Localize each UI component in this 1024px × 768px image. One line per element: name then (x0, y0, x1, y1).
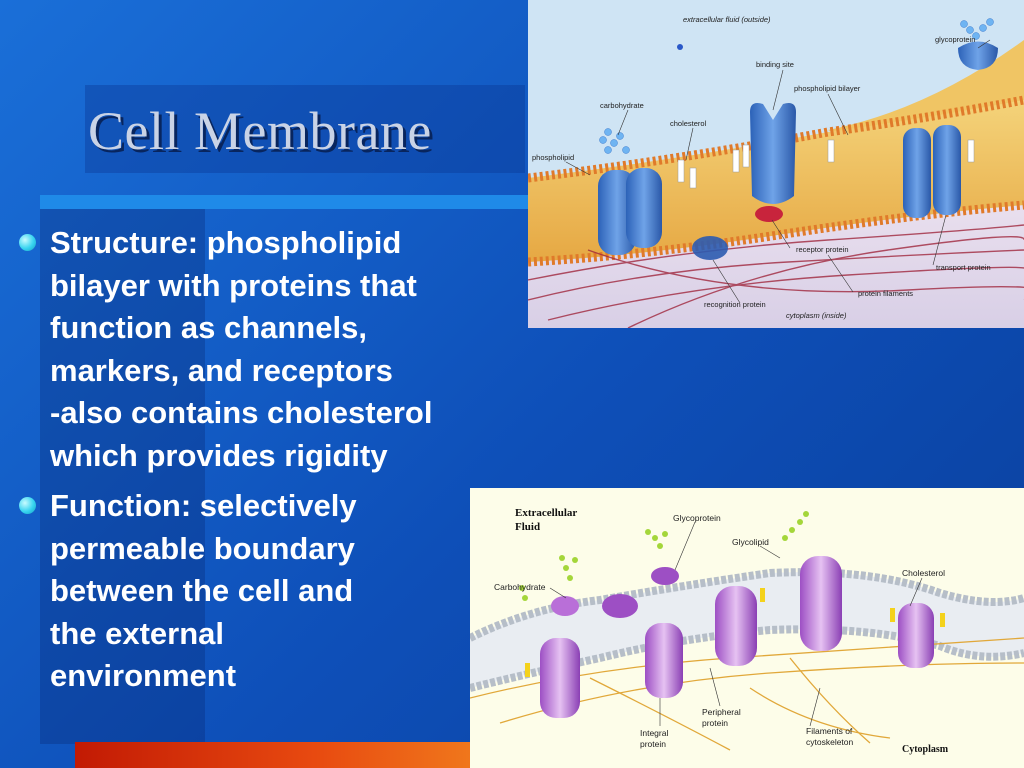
label-glycoprotein: glycoprotein (935, 35, 975, 44)
label-peripheral-1: Peripheral (702, 707, 741, 717)
label-cytoplasm: Cytoplasm (902, 744, 949, 755)
bullet-text: Function: selectively permeable boundary… (50, 488, 357, 693)
label-recognition-protein: recognition protein (704, 300, 766, 309)
decorative-panel-top (85, 85, 525, 173)
label-carbohydrate: Carbohydrate (494, 582, 546, 592)
label-protein-filaments: protein filaments (858, 289, 913, 298)
label-integral-2: protein (640, 739, 666, 749)
label-peripheral-2: protein (702, 718, 728, 728)
label-glycolipid: Glycolipid (732, 537, 769, 547)
membrane-diagram-top: extracellular fluid (outside) glycoprote… (528, 0, 1024, 328)
label-cytoplasm: cytoplasm (inside) (786, 311, 847, 320)
decorative-divider (40, 195, 540, 209)
label-extracellular: extracellular fluid (outside) (683, 15, 771, 24)
label-binding-site: binding site (756, 60, 794, 69)
bullet-function: Function: selectively permeable boundary… (12, 485, 552, 698)
fluid-mosaic-illustration: Extracellular Fluid Glycoprotein Glycoli… (470, 488, 1024, 768)
label-transport-protein: transport protein (936, 263, 991, 272)
label-receptor-protein: receptor protein (796, 245, 849, 254)
bullet-text: Structure: phospholipid bilayer with pro… (50, 225, 433, 473)
label-extracellular-1: Extracellular (515, 507, 577, 519)
label-carbohydrate: carbohydrate (600, 101, 644, 110)
label-integral-1: Integral (640, 728, 668, 738)
label-cholesterol: cholesterol (670, 119, 707, 128)
membrane-diagram-bottom: Extracellular Fluid Glycoprotein Glycoli… (470, 488, 1024, 768)
bullet-list: Structure: phospholipid bilayer with pro… (12, 222, 552, 706)
label-extracellular-2: Fluid (515, 521, 540, 533)
label-glycoprotein: Glycoprotein (673, 513, 721, 523)
decorative-accent-bar (75, 742, 475, 768)
label-phospholipid: phospholipid (532, 153, 574, 162)
bullet-dot-icon (19, 234, 36, 251)
label-phospholipid-bilayer: phospholipid bilayer (794, 84, 861, 93)
membrane-illustration: extracellular fluid (outside) glycoprote… (528, 0, 1024, 328)
label-cholesterol: Cholesterol (902, 568, 945, 578)
label-filaments-2: cytoskeleton (806, 737, 854, 747)
label-filaments-1: Filaments of (806, 726, 853, 736)
bullet-dot-icon (19, 497, 36, 514)
slide-title: Cell Membrane (88, 101, 432, 161)
bullet-structure: Structure: phospholipid bilayer with pro… (12, 222, 552, 477)
decorative-panel-left (40, 209, 205, 744)
